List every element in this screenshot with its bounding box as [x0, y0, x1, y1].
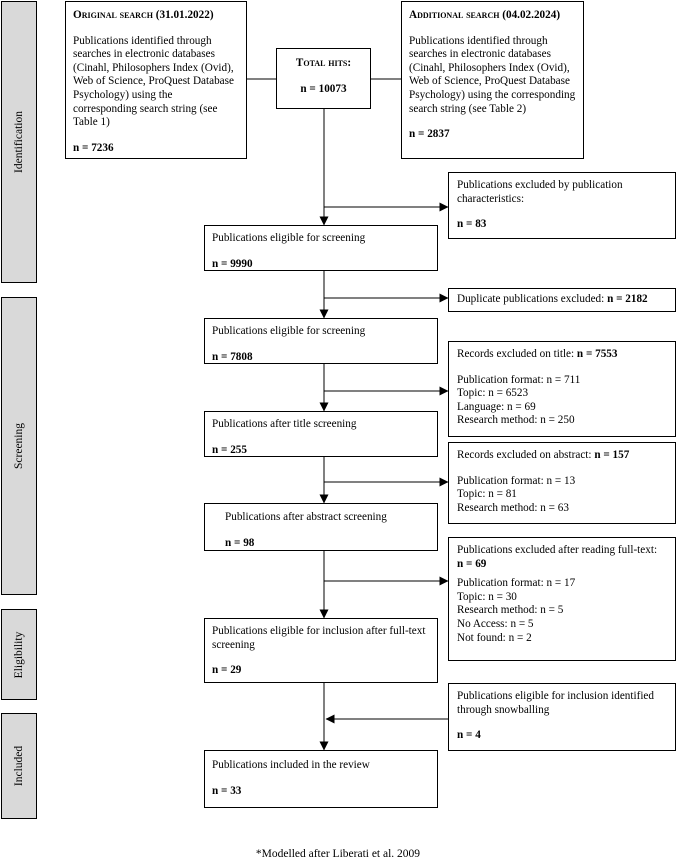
phase-identification: Identification — [1, 1, 37, 283]
excluded-abstract-line: Publication format: n = 13 — [457, 474, 576, 487]
after-abstract-count: n = 98 — [225, 536, 255, 549]
excluded-title-line: Topic: n = 6523 — [457, 387, 529, 400]
excluded-title-heading: Records excluded on title: — [457, 348, 575, 360]
eligible-screening-text-1: Publications eligible for screening — [212, 232, 366, 244]
eligible-screening-text-2: Publications eligible for screening — [212, 325, 366, 337]
excluded-abstract-line: Topic: n = 81 — [457, 488, 517, 501]
after-title-count: n = 255 — [212, 443, 247, 456]
additional-search-text: Publications identified through searches… — [409, 34, 576, 115]
excluded-title-line: Publication format: n = 711 — [457, 373, 581, 386]
excluded-fulltext-line: No Access: n = 5 — [457, 617, 534, 630]
excluded-characteristics-box: Publications excluded by publication cha… — [448, 172, 676, 239]
total-hits-count: n = 10073 — [300, 82, 347, 95]
additional-search-count: n = 2837 — [409, 128, 450, 141]
eligible-screening-count-1: n = 9990 — [212, 257, 253, 270]
excluded-fulltext-count: n = 69 — [457, 557, 487, 570]
excluded-abstract-box: Records excluded on abstract: n = 157 Pu… — [448, 442, 676, 524]
excluded-title-line: Language: n = 69 — [457, 400, 536, 413]
excluded-abstract-count: n = 157 — [594, 449, 630, 461]
snowballing-box: Publications eligible for inclusion iden… — [448, 683, 676, 751]
after-abstract-box: Publications after abstract screening n … — [204, 503, 438, 551]
duplicates-box: Duplicate publications excluded: n = 218… — [448, 288, 676, 312]
eligible-screening-box-1: Publications eligible for screening n = … — [204, 225, 438, 271]
duplicates-count: n = 2182 — [607, 293, 648, 305]
total-hits-box: Total hits: n = 10073 — [276, 48, 371, 109]
excluded-title-line: Research method: n = 250 — [457, 414, 575, 427]
phase-eligibility: Eligibility — [1, 609, 37, 700]
included-text: Publications included in the review — [212, 759, 370, 771]
excluded-fulltext-heading: Publications excluded after reading full… — [457, 544, 658, 556]
eligible-screening-count-2: n = 7808 — [212, 350, 253, 363]
additional-search-title: Additional search (04.02.2024) — [409, 9, 561, 21]
eligible-fulltext-box: Publications eligible for inclusion afte… — [204, 618, 438, 683]
eligible-screening-box-2: Publications eligible for screening n = … — [204, 318, 438, 364]
excluded-fulltext-line: Topic: n = 30 — [457, 590, 517, 603]
excluded-fulltext-line: Research method: n = 5 — [457, 604, 564, 617]
original-search-title: Original search (31.01.2022) — [73, 9, 214, 21]
included-count: n = 33 — [212, 784, 242, 797]
footnote: *Modelled after Liberati et al. 2009 — [255, 848, 421, 860]
excluded-characteristics-text: Publications excluded by publication cha… — [457, 179, 623, 205]
after-title-box: Publications after title screening n = 2… — [204, 411, 438, 457]
snowballing-count: n = 4 — [457, 729, 481, 742]
original-search-text: Publications identified through searches… — [73, 34, 234, 129]
excluded-fulltext-line: Publication format: n = 17 — [457, 577, 576, 590]
snowballing-text: Publications eligible for inclusion iden… — [457, 690, 654, 716]
original-search-box: Original search (31.01.2022) Publication… — [65, 1, 247, 159]
phase-screening: Screening — [1, 297, 37, 595]
excluded-fulltext-box: Publications excluded after reading full… — [448, 537, 676, 661]
excluded-abstract-line: Research method: n = 63 — [457, 501, 569, 514]
excluded-title-count: n = 7553 — [576, 348, 618, 360]
excluded-title-box: Records excluded on title: n = 7553 Publ… — [448, 341, 676, 437]
phase-included: Included — [1, 713, 37, 819]
additional-search-box: Additional search (04.02.2024) Publicati… — [401, 1, 584, 159]
excluded-characteristics-count: n = 83 — [457, 218, 487, 231]
excluded-fulltext-line: Not found: n = 2 — [457, 631, 532, 644]
after-abstract-text: Publications after abstract screening — [225, 511, 387, 523]
duplicates-text: Duplicate publications excluded: — [457, 293, 605, 305]
original-search-count: n = 7236 — [73, 141, 114, 154]
included-box: Publications included in the review n = … — [204, 750, 438, 808]
eligible-fulltext-count: n = 29 — [212, 664, 242, 677]
eligible-fulltext-text: Publications eligible for inclusion afte… — [212, 625, 426, 651]
total-hits-title: Total hits: — [295, 57, 352, 69]
after-title-text: Publications after title screening — [212, 418, 357, 430]
excluded-abstract-heading: Records excluded on abstract: — [457, 449, 592, 461]
